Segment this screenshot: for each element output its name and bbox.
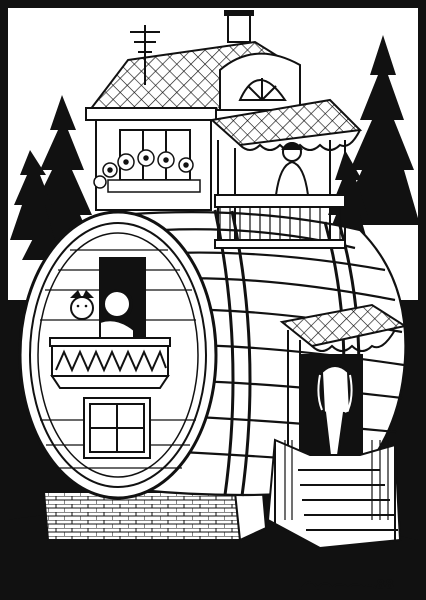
flower-box xyxy=(93,149,201,193)
upper-doorway xyxy=(70,257,146,341)
side-entrance xyxy=(266,303,408,550)
lower-window xyxy=(83,397,151,459)
top-porch xyxy=(209,98,363,249)
front-balcony xyxy=(49,337,171,389)
fir-tree-left xyxy=(10,95,100,260)
signature-year: 88 xyxy=(376,578,395,593)
dormer xyxy=(219,52,301,111)
artist-signature xyxy=(299,581,377,591)
tv-antenna xyxy=(130,25,160,85)
